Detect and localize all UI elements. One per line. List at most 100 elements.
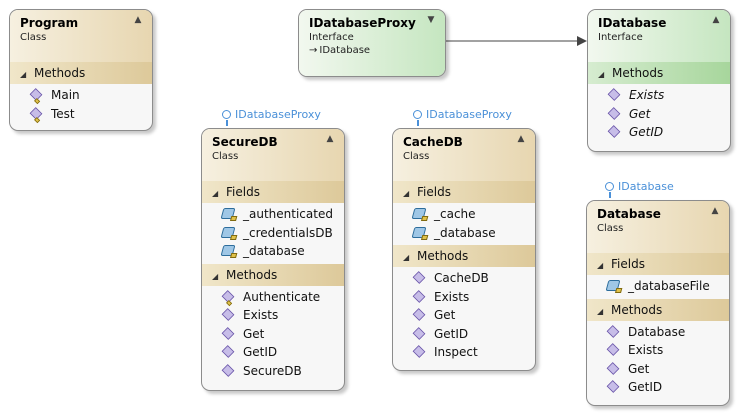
interface-name: IDatabase <box>598 16 667 30</box>
method-icon <box>412 326 426 340</box>
collapse-chevron-icon[interactable]: ▲︎ <box>517 134 525 144</box>
member-label: Get <box>434 308 456 322</box>
member-label: Get <box>629 106 651 121</box>
field-item[interactable]: _database <box>202 242 344 261</box>
field-item[interactable]: _cache <box>393 205 535 224</box>
expand-chevron-icon[interactable]: ▼︎ <box>427 15 435 25</box>
lollipop-label: IDatabase <box>618 180 674 193</box>
section-label: Fields <box>226 185 260 199</box>
collapse-chevron-icon[interactable]: ▲︎ <box>134 15 142 25</box>
section-label: Methods <box>417 249 469 263</box>
class-securedb[interactable]: SecureDB Class ▲︎ ◢ Fields _authenticated… <box>201 128 345 391</box>
class-cachedb[interactable]: CacheDB Class ▲︎ ◢Fields _cache _databas… <box>392 128 536 371</box>
member-label: Main <box>51 88 80 102</box>
field-item[interactable]: _authenticated <box>202 205 344 224</box>
fields-section-header[interactable]: ◢ Fields <box>587 253 729 275</box>
methods-section-header[interactable]: ◢Methods <box>587 298 729 321</box>
section-toggle-icon[interactable]: ◢ <box>403 253 410 262</box>
section-toggle-icon[interactable]: ◢ <box>403 189 410 198</box>
method-item[interactable]: GetID <box>393 325 535 344</box>
member-label: _cache <box>434 207 476 221</box>
section-toggle-icon[interactable]: ◢ <box>597 306 604 316</box>
class-database[interactable]: Database Class ▲︎ ◢Fields _databaseFile … <box>586 200 730 406</box>
method-item[interactable]: Database <box>587 323 729 342</box>
method-item[interactable]: Exists <box>202 306 344 325</box>
lollipop-label: IDatabaseProxy <box>235 108 321 121</box>
method-item[interactable]: GetID <box>587 378 729 397</box>
class-name: CacheDB <box>403 135 463 149</box>
method-item[interactable]: Get <box>588 105 730 124</box>
interface-header: IDatabase Interface ▲︎ <box>588 10 730 62</box>
interface-header: IDatabaseProxy Interface →IDatabase ▼︎ <box>299 10 445 76</box>
field-item[interactable]: _database <box>393 224 535 243</box>
method-icon <box>412 289 426 303</box>
member-label: CacheDB <box>434 271 489 285</box>
class-program[interactable]: Program Class ▲︎ ◢Methods Main Test <box>9 9 153 131</box>
interface-idatabase[interactable]: IDatabase Interface ▲︎ ◢ Methods Exists G… <box>587 9 731 152</box>
interface-kind: Interface <box>309 32 354 43</box>
lollipop-circle-icon <box>605 181 614 191</box>
field-item[interactable]: _credentialsDB <box>202 224 344 243</box>
class-header: SecureDB Class ▲︎ <box>202 129 344 181</box>
private-field-icon <box>220 208 238 221</box>
method-icon <box>606 380 620 393</box>
method-item[interactable]: SecureDB <box>202 362 344 381</box>
method-icon <box>606 343 620 356</box>
member-label: Database <box>628 324 686 339</box>
class-kind: Class <box>597 223 624 234</box>
class-name: SecureDB <box>212 135 278 149</box>
member-label: GetID <box>628 380 663 394</box>
implements-label: →IDatabase <box>309 45 371 56</box>
section-label: Methods <box>34 66 86 80</box>
class-header: Database Class ▲︎ <box>587 201 729 253</box>
private-field-icon <box>411 226 429 240</box>
section-toggle-icon[interactable]: ◢ <box>597 261 604 270</box>
methods-section-header[interactable]: ◢Methods <box>202 263 344 286</box>
member-label: _database <box>243 244 305 258</box>
section-toggle-icon[interactable]: ◢ <box>212 271 219 281</box>
method-item[interactable]: Main <box>10 86 152 105</box>
method-item[interactable]: Exists <box>588 86 730 105</box>
methods-section-header[interactable]: ◢ Methods <box>10 62 152 84</box>
method-item[interactable]: GetID <box>202 343 344 362</box>
member-label: Test <box>51 106 75 121</box>
method-icon <box>412 271 426 284</box>
collapse-chevron-icon[interactable]: ▲︎ <box>711 206 719 216</box>
method-icon <box>221 345 235 358</box>
method-item[interactable]: Test <box>10 105 152 124</box>
method-item[interactable]: Inspect <box>393 343 535 362</box>
method-item[interactable]: Authenticate <box>202 288 344 307</box>
method-item[interactable]: Exists <box>587 341 729 360</box>
class-kind: Class <box>20 32 47 43</box>
methods-section-header[interactable]: ◢ Methods <box>393 245 535 267</box>
section-label: Methods <box>612 66 664 80</box>
interface-name: IDatabaseProxy <box>309 16 416 30</box>
section-toggle-icon[interactable]: ◢ <box>598 70 605 79</box>
method-icon <box>606 361 620 375</box>
fields-section-header[interactable]: ◢Fields <box>393 181 535 203</box>
method-icon <box>607 106 621 120</box>
interface-idatabaseproxy[interactable]: IDatabaseProxy Interface →IDatabase ▼︎ <box>298 9 446 77</box>
method-item[interactable]: Get <box>587 360 729 379</box>
lollipop-circle-icon <box>413 109 422 119</box>
section-label: Fields <box>611 257 645 271</box>
field-item[interactable]: _databaseFile <box>587 277 729 296</box>
section-toggle-icon[interactable]: ◢ <box>212 189 219 198</box>
member-label: Exists <box>628 343 664 357</box>
method-icon <box>606 324 620 338</box>
interface-lollipop: IDatabase <box>605 180 674 198</box>
method-item[interactable]: GetID <box>588 123 730 142</box>
fields-section-header[interactable]: ◢ Fields <box>202 181 344 203</box>
methods-section-header[interactable]: ◢ Methods <box>588 62 730 84</box>
section-toggle-icon[interactable]: ◢ <box>20 70 27 79</box>
collapse-chevron-icon[interactable]: ▲︎ <box>712 15 720 25</box>
collapse-chevron-icon[interactable]: ▲︎ <box>326 134 334 144</box>
method-icon <box>221 326 235 340</box>
class-kind: Class <box>403 151 430 162</box>
method-item[interactable]: Exists <box>393 288 535 307</box>
arrow-right-icon: → <box>309 45 318 56</box>
method-icon <box>221 363 235 377</box>
method-item[interactable]: CacheDB <box>393 269 535 288</box>
method-item[interactable]: Get <box>393 306 535 325</box>
method-item[interactable]: Get <box>202 325 344 344</box>
